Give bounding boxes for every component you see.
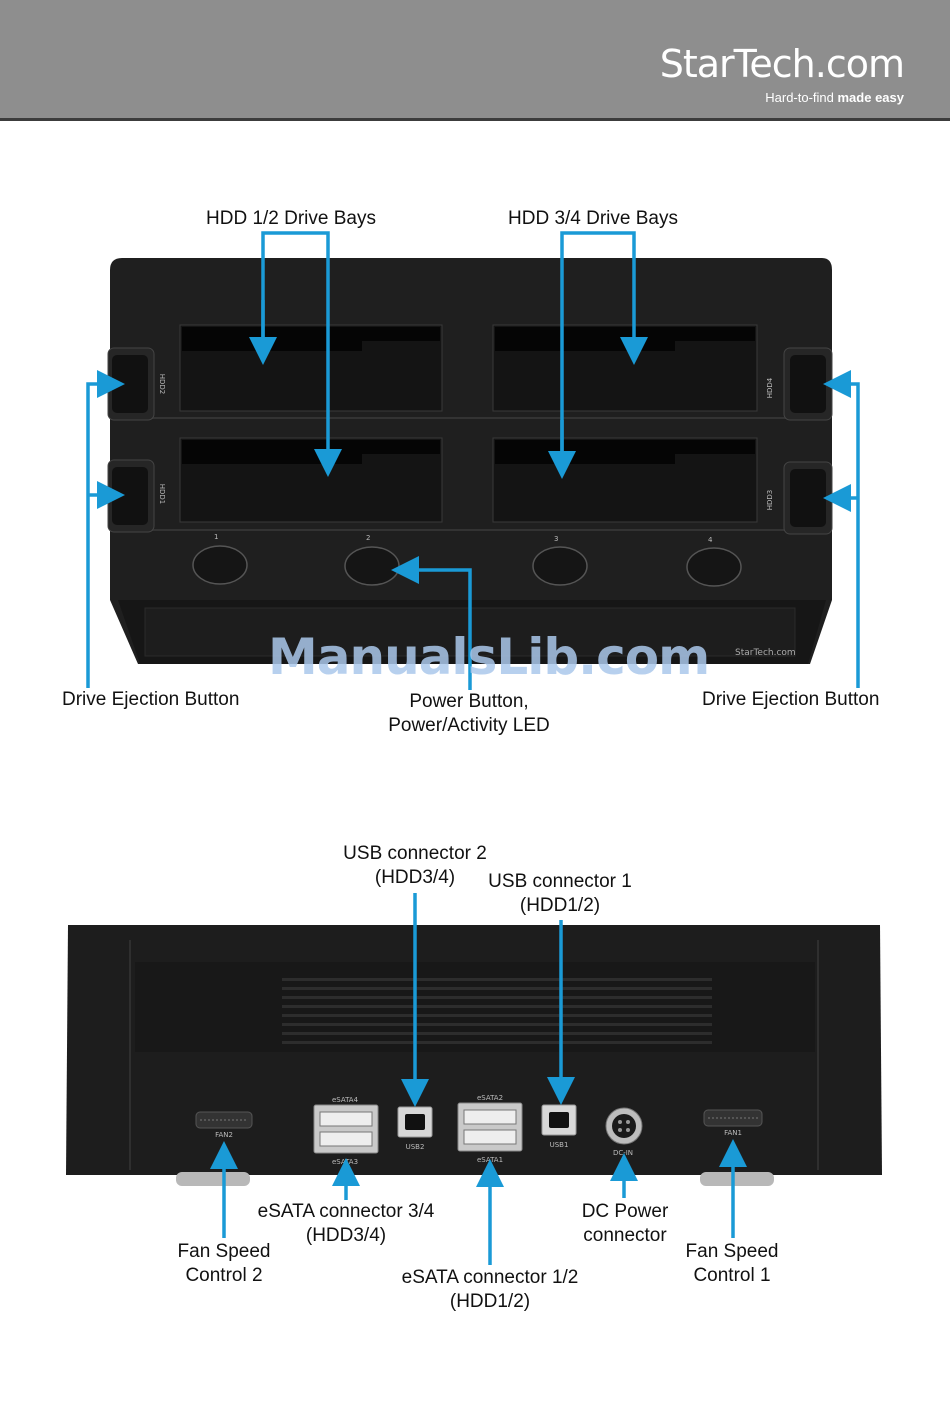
esata-port-34: eSATA4 eSATA3 xyxy=(313,1096,379,1166)
svg-text:4: 4 xyxy=(708,536,713,544)
front-view-device: HDD2 HDD1 HDD4 HDD3 1 2 3 xyxy=(107,258,833,664)
label-dc-power-connector: DC Power connector xyxy=(581,1201,669,1246)
rear-callout-arrows xyxy=(210,893,747,1265)
svg-text:eSATA3: eSATA3 xyxy=(332,1158,358,1166)
label-hdd12-drive-bays: HDD 1/2 Drive Bays xyxy=(206,208,376,229)
label-hdd34-drive-bays: HDD 3/4 Drive Bays xyxy=(508,208,678,229)
svg-text:FAN2: FAN2 xyxy=(215,1131,233,1139)
fan-speed-control-2: FAN2 xyxy=(195,1111,253,1139)
svg-text:FAN1: FAN1 xyxy=(724,1129,742,1137)
svg-text:eSATA4: eSATA4 xyxy=(332,1096,359,1104)
svg-text:HDD3: HDD3 xyxy=(766,490,774,511)
front-device-logo: StarTech.com xyxy=(735,648,796,658)
bay-hdd3 xyxy=(492,437,758,523)
svg-text:USB1: USB1 xyxy=(550,1141,569,1149)
svg-text:USB2: USB2 xyxy=(406,1143,425,1151)
label-power-button: Power Button, Power/Activity LED xyxy=(388,691,550,736)
rear-view-device: FAN2 FAN1 eSATA4 eSATA3 USB2 eSATA2 xyxy=(66,925,882,1186)
svg-text:1: 1 xyxy=(214,533,218,541)
bay-hdd1 xyxy=(179,437,443,523)
watermark: ManualsLib.com xyxy=(268,628,710,686)
front-callout-arrows xyxy=(86,231,860,690)
svg-text:eSATA1: eSATA1 xyxy=(477,1156,503,1164)
svg-text:3: 3 xyxy=(554,535,558,543)
label-usb-connector-2: USB connector 2 (HDD3/4) xyxy=(343,843,487,888)
startech-logo: StarTech.com Hard-to-find made easy xyxy=(659,42,905,105)
svg-text:DC-IN: DC-IN xyxy=(613,1149,633,1157)
svg-text:HDD1: HDD1 xyxy=(158,484,166,505)
label-esata-connector-12: eSATA connector 1/2 (HDD1/2) xyxy=(401,1267,579,1312)
bay-hdd2 xyxy=(179,324,443,412)
usb-port-2: USB2 xyxy=(397,1106,433,1151)
label-usb-connector-1: USB connector 1 (HDD1/2) xyxy=(488,871,632,916)
vent-grille xyxy=(282,978,712,1044)
eject-button-hdd4: HDD4 xyxy=(766,347,833,421)
eject-button-hdd3: HDD3 xyxy=(766,461,833,535)
foot-right xyxy=(700,1172,774,1186)
logo-text: StarTech.com xyxy=(659,42,905,86)
power-button-4: 4 xyxy=(686,536,742,587)
eject-button-hdd2: HDD2 xyxy=(107,347,166,421)
label-fan-speed-control-2: Fan Speed Control 2 xyxy=(177,1241,271,1286)
label-drive-ejection-left: Drive Ejection Button xyxy=(62,689,240,710)
foot-left xyxy=(176,1172,250,1186)
logo-tagline: Hard-to-find made easy xyxy=(765,90,904,105)
label-drive-ejection-right: Drive Ejection Button xyxy=(702,689,880,710)
power-button-3: 3 xyxy=(532,535,588,586)
label-esata-connector-34: eSATA connector 3/4 (HDD3/4) xyxy=(257,1201,435,1246)
svg-text:HDD2: HDD2 xyxy=(158,374,166,395)
label-fan-speed-control-1: Fan Speed Control 1 xyxy=(685,1241,779,1286)
svg-text:HDD4: HDD4 xyxy=(766,377,774,398)
bay-hdd4 xyxy=(492,324,758,412)
usb-port-1: USB1 xyxy=(541,1104,577,1149)
page-header: StarTech.com Hard-to-find made easy xyxy=(0,0,950,121)
svg-text:2: 2 xyxy=(366,534,370,542)
fan-speed-control-1: FAN1 xyxy=(703,1109,763,1137)
power-button-1: 1 xyxy=(192,533,248,585)
svg-text:eSATA2: eSATA2 xyxy=(477,1094,503,1102)
